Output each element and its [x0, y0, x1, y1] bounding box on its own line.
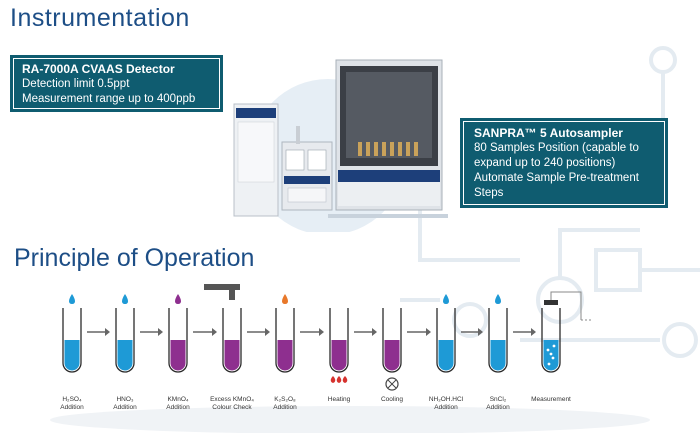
flow-arrowhead	[265, 328, 270, 336]
process-flow-diagram	[62, 284, 593, 391]
autosampler-line-4: Steps	[474, 187, 504, 199]
step-action: Colour Check	[212, 404, 252, 411]
drop-icon	[282, 294, 288, 304]
flow-arrowhead	[158, 328, 163, 336]
instrumentation-title: Instrumentation	[10, 4, 190, 32]
autosampler-line-1: 80 Samples Position (capable to	[474, 142, 639, 154]
step-reagent: SnCl₂	[489, 396, 507, 403]
principle-title: Principle of Operation	[14, 244, 255, 272]
sensor-icon	[204, 284, 240, 290]
tube-liquid	[277, 340, 293, 371]
flow-arrowhead	[319, 328, 324, 336]
sensor-probe	[229, 290, 235, 300]
step-action: Addition	[113, 404, 137, 411]
autosampler-info-box: SANPRA™ 5 Autosampler 80 Samples Positio…	[460, 118, 668, 208]
step-reagent: H₂SO₄	[62, 396, 82, 403]
tube-liquid	[384, 340, 400, 371]
flow-arrowhead	[426, 328, 431, 336]
tube-cap	[544, 300, 558, 305]
tube-liquid	[170, 340, 186, 371]
step-action: Addition	[434, 404, 458, 411]
step-action: Addition	[273, 404, 297, 411]
bubble	[551, 356, 555, 360]
step-action: Addition	[486, 404, 510, 411]
test-tube	[62, 308, 82, 373]
step-reagent: Cooling	[380, 396, 404, 403]
autosampler-line-2: expand up to 240 positions)	[474, 157, 616, 169]
step-action: Addition	[166, 404, 190, 411]
tube-liquid	[438, 340, 454, 371]
test-tube	[329, 308, 349, 373]
flow-arrowhead	[478, 328, 483, 336]
flow-arrowhead	[372, 328, 377, 336]
step-reagent: Measurement	[531, 396, 571, 403]
drop-icon	[69, 294, 75, 304]
test-tube	[222, 308, 242, 373]
bubble	[549, 352, 553, 356]
flow-arrowhead	[105, 328, 110, 336]
flow-arrowhead	[212, 328, 217, 336]
step-label: Heating	[304, 396, 374, 404]
instrument-illustration	[233, 59, 448, 232]
gas-line	[550, 291, 582, 320]
flame-icon	[330, 376, 336, 383]
detector-detection-limit: Detection limit 0.5ppt	[22, 78, 130, 90]
flame-icon	[342, 376, 348, 383]
bubble	[547, 362, 551, 366]
fan-icon	[385, 377, 399, 391]
autosampler-name: SANPRA™ 5 Autosampler	[474, 126, 623, 140]
step-reagent: NH₂OH.HCl	[428, 396, 464, 403]
bubble	[552, 344, 556, 348]
step-action: Addition	[60, 404, 84, 411]
tube-liquid	[490, 340, 506, 371]
test-tube	[115, 308, 135, 373]
drop-icon	[122, 294, 128, 304]
test-tube	[382, 308, 402, 373]
tube-liquid	[64, 340, 80, 371]
drop-icon	[443, 294, 449, 304]
tube-liquid	[117, 340, 133, 371]
tube-liquid	[331, 340, 347, 371]
test-tube	[488, 308, 508, 373]
test-tube	[436, 308, 456, 373]
step-label: Measurement	[516, 396, 586, 404]
step-reagent: Excess KMnO₄	[210, 396, 254, 403]
test-tube	[275, 308, 295, 373]
drop-icon	[495, 294, 501, 304]
test-tube	[541, 308, 561, 373]
tube-liquid	[224, 340, 240, 371]
fan-blades	[387, 379, 397, 389]
step-label: Cooling	[357, 396, 427, 404]
step-reagent: Heating	[327, 396, 351, 403]
detector-measurement-range: Measurement range up to 400ppb	[22, 93, 196, 105]
step-reagent: HNO₃	[116, 396, 134, 403]
step-reagent: K₂S₂O₈	[274, 396, 296, 403]
flow-arrowhead	[531, 328, 536, 336]
autosampler-line-3: Automate Sample Pre-treatment	[474, 172, 639, 184]
detector-name: RA-7000A CVAAS Detector	[22, 62, 175, 76]
bubble	[546, 348, 550, 352]
drop-icon	[175, 294, 181, 304]
step-reagent: KMnO₄	[167, 396, 189, 403]
flame-icon	[336, 376, 342, 383]
test-tube	[168, 308, 188, 373]
detector-info-box: RA-7000A CVAAS Detector Detection limit …	[10, 55, 223, 112]
